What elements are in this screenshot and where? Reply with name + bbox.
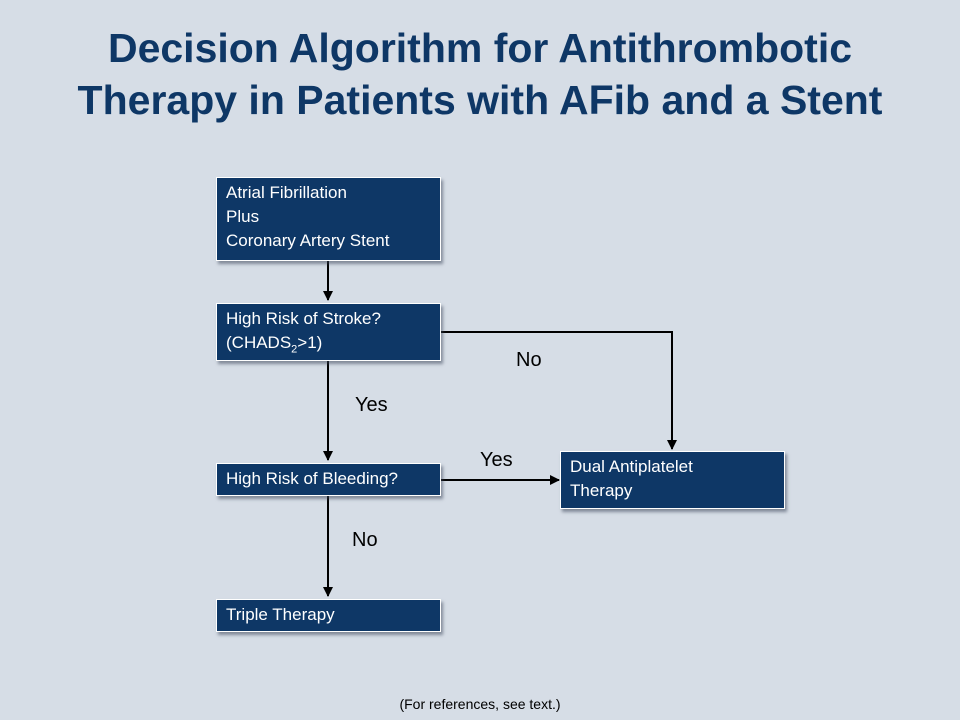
node-triple-line-1: Triple Therapy bbox=[226, 605, 335, 624]
edge-label-stroke-no: No bbox=[516, 349, 542, 371]
references-note: (For references, see text.) bbox=[399, 696, 561, 712]
chads-subscript: 2 bbox=[291, 343, 298, 356]
node-stroke-line-1: High Risk of Stroke? bbox=[226, 309, 381, 328]
arrow-stroke-no-to-dual bbox=[441, 331, 677, 450]
slide-title-line-1: Decision Algorithm for Antithrombotic bbox=[107, 25, 853, 71]
node-afib-line-2: Plus bbox=[226, 207, 260, 226]
node-dual-antiplatelet: Dual Antiplatelet Therapy bbox=[560, 451, 785, 509]
edge-label-bleeding-yes: Yes bbox=[480, 449, 513, 471]
node-dual-line-2: Therapy bbox=[570, 481, 633, 500]
node-afib-line-1: Atrial Fibrillation bbox=[226, 183, 347, 202]
node-bleeding-line-1: High Risk of Bleeding? bbox=[226, 469, 398, 488]
slide-title-line-2: Therapy in Patients with AFib and a Sten… bbox=[77, 77, 883, 123]
node-high-risk-stroke: High Risk of Stroke? (CHADS2>1) bbox=[216, 303, 441, 361]
node-afib-line-3: Coronary Artery Stent bbox=[226, 231, 390, 250]
node-stroke-line-2: (CHADS2>1) bbox=[226, 331, 431, 361]
node-afib-plus-stent: Atrial Fibrillation Plus Coronary Artery… bbox=[216, 177, 441, 261]
chads-prefix: (CHADS bbox=[226, 333, 292, 352]
node-triple-therapy: Triple Therapy bbox=[216, 599, 441, 632]
edge-label-bleeding-no: No bbox=[352, 529, 378, 551]
chads-suffix: >1) bbox=[297, 333, 323, 352]
node-high-risk-bleeding: High Risk of Bleeding? bbox=[216, 463, 441, 496]
edge-label-stroke-yes: Yes bbox=[355, 394, 388, 416]
node-dual-line-1: Dual Antiplatelet bbox=[570, 457, 693, 476]
slide-title: Decision Algorithm for Antithrombotic Th… bbox=[0, 22, 960, 126]
